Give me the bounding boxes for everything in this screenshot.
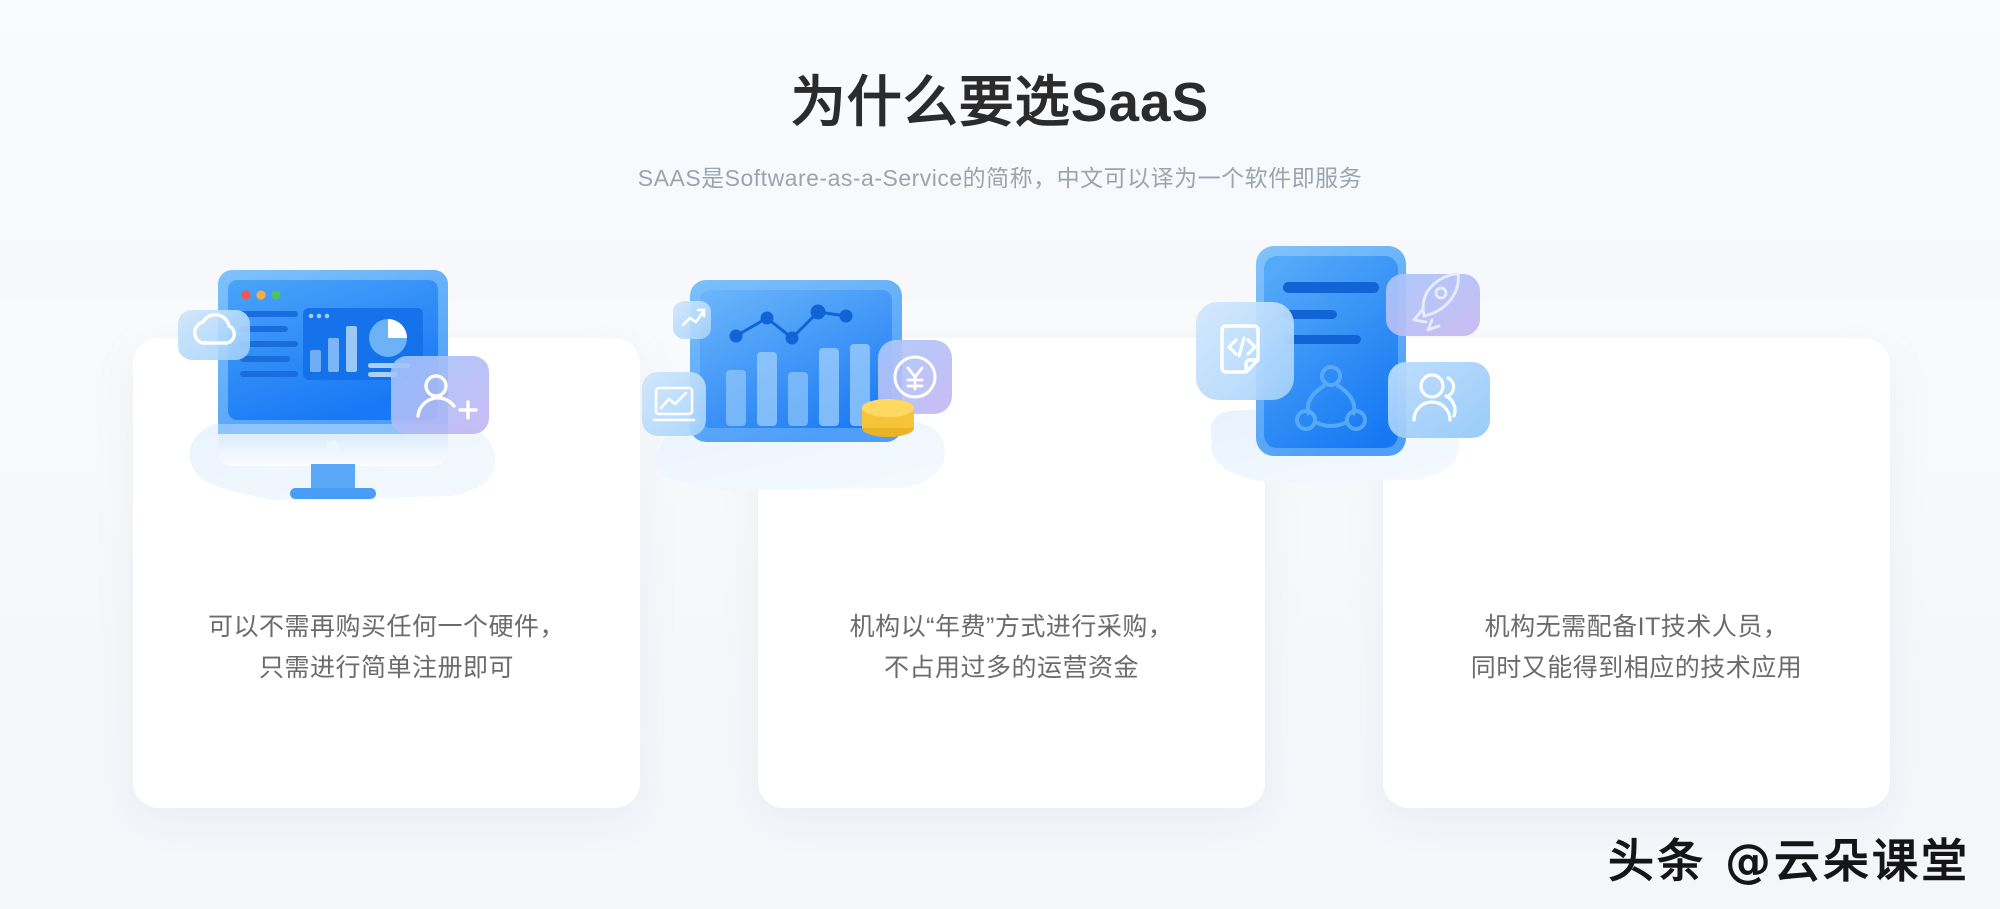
feature-card-no-it-staff[interactable]: 机构无需配备IT技术人员， 同时又能得到相应的技术应用 (1383, 338, 1890, 808)
feature-card-hardware[interactable]: 可以不需再购买任何一个硬件， 只需进行简单注册即可 (133, 338, 640, 808)
watermark: 头条 @云朵课堂 (1607, 834, 1970, 888)
page-header: 为什么要选SaaS SAAS是Software-as-a-Service的简称，… (0, 0, 2000, 193)
feature-card-annual-fee[interactable]: 机构以“年费”方式进行采购， 不占用过多的运营资金 (758, 338, 1265, 808)
card-caption-line-1: 机构以“年费”方式进行采购， (849, 613, 1174, 641)
background-band-top (0, 0, 2000, 300)
card-caption: 机构无需配备IT技术人员， 同时又能得到相应的技术应用 (1383, 607, 1890, 808)
card-caption-line-1: 机构无需配备IT技术人员， (1484, 613, 1789, 641)
card-caption-line-2: 不占用过多的运营资金 (883, 653, 1139, 682)
card-caption-line-2: 只需进行简单注册即可 (258, 653, 514, 682)
page-subtitle: SAAS是Software-as-a-Service的简称，中文可以译为一个软件… (637, 164, 1363, 191)
card-caption: 机构以“年费”方式进行采购， 不占用过多的运营资金 (758, 607, 1265, 808)
card-caption-line-1: 可以不需再购买任何一个硬件， (207, 613, 565, 641)
feature-card-list: 可以不需再购买任何一个硬件， 只需进行简单注册即可 机构以“年费”方式进行采购，… (133, 338, 1890, 808)
card-caption: 可以不需再购买任何一个硬件， 只需进行简单注册即可 (133, 607, 640, 808)
card-caption-line-2: 同时又能得到相应的技术应用 (1470, 653, 1803, 682)
page-title: 为什么要选SaaS (790, 71, 1210, 133)
